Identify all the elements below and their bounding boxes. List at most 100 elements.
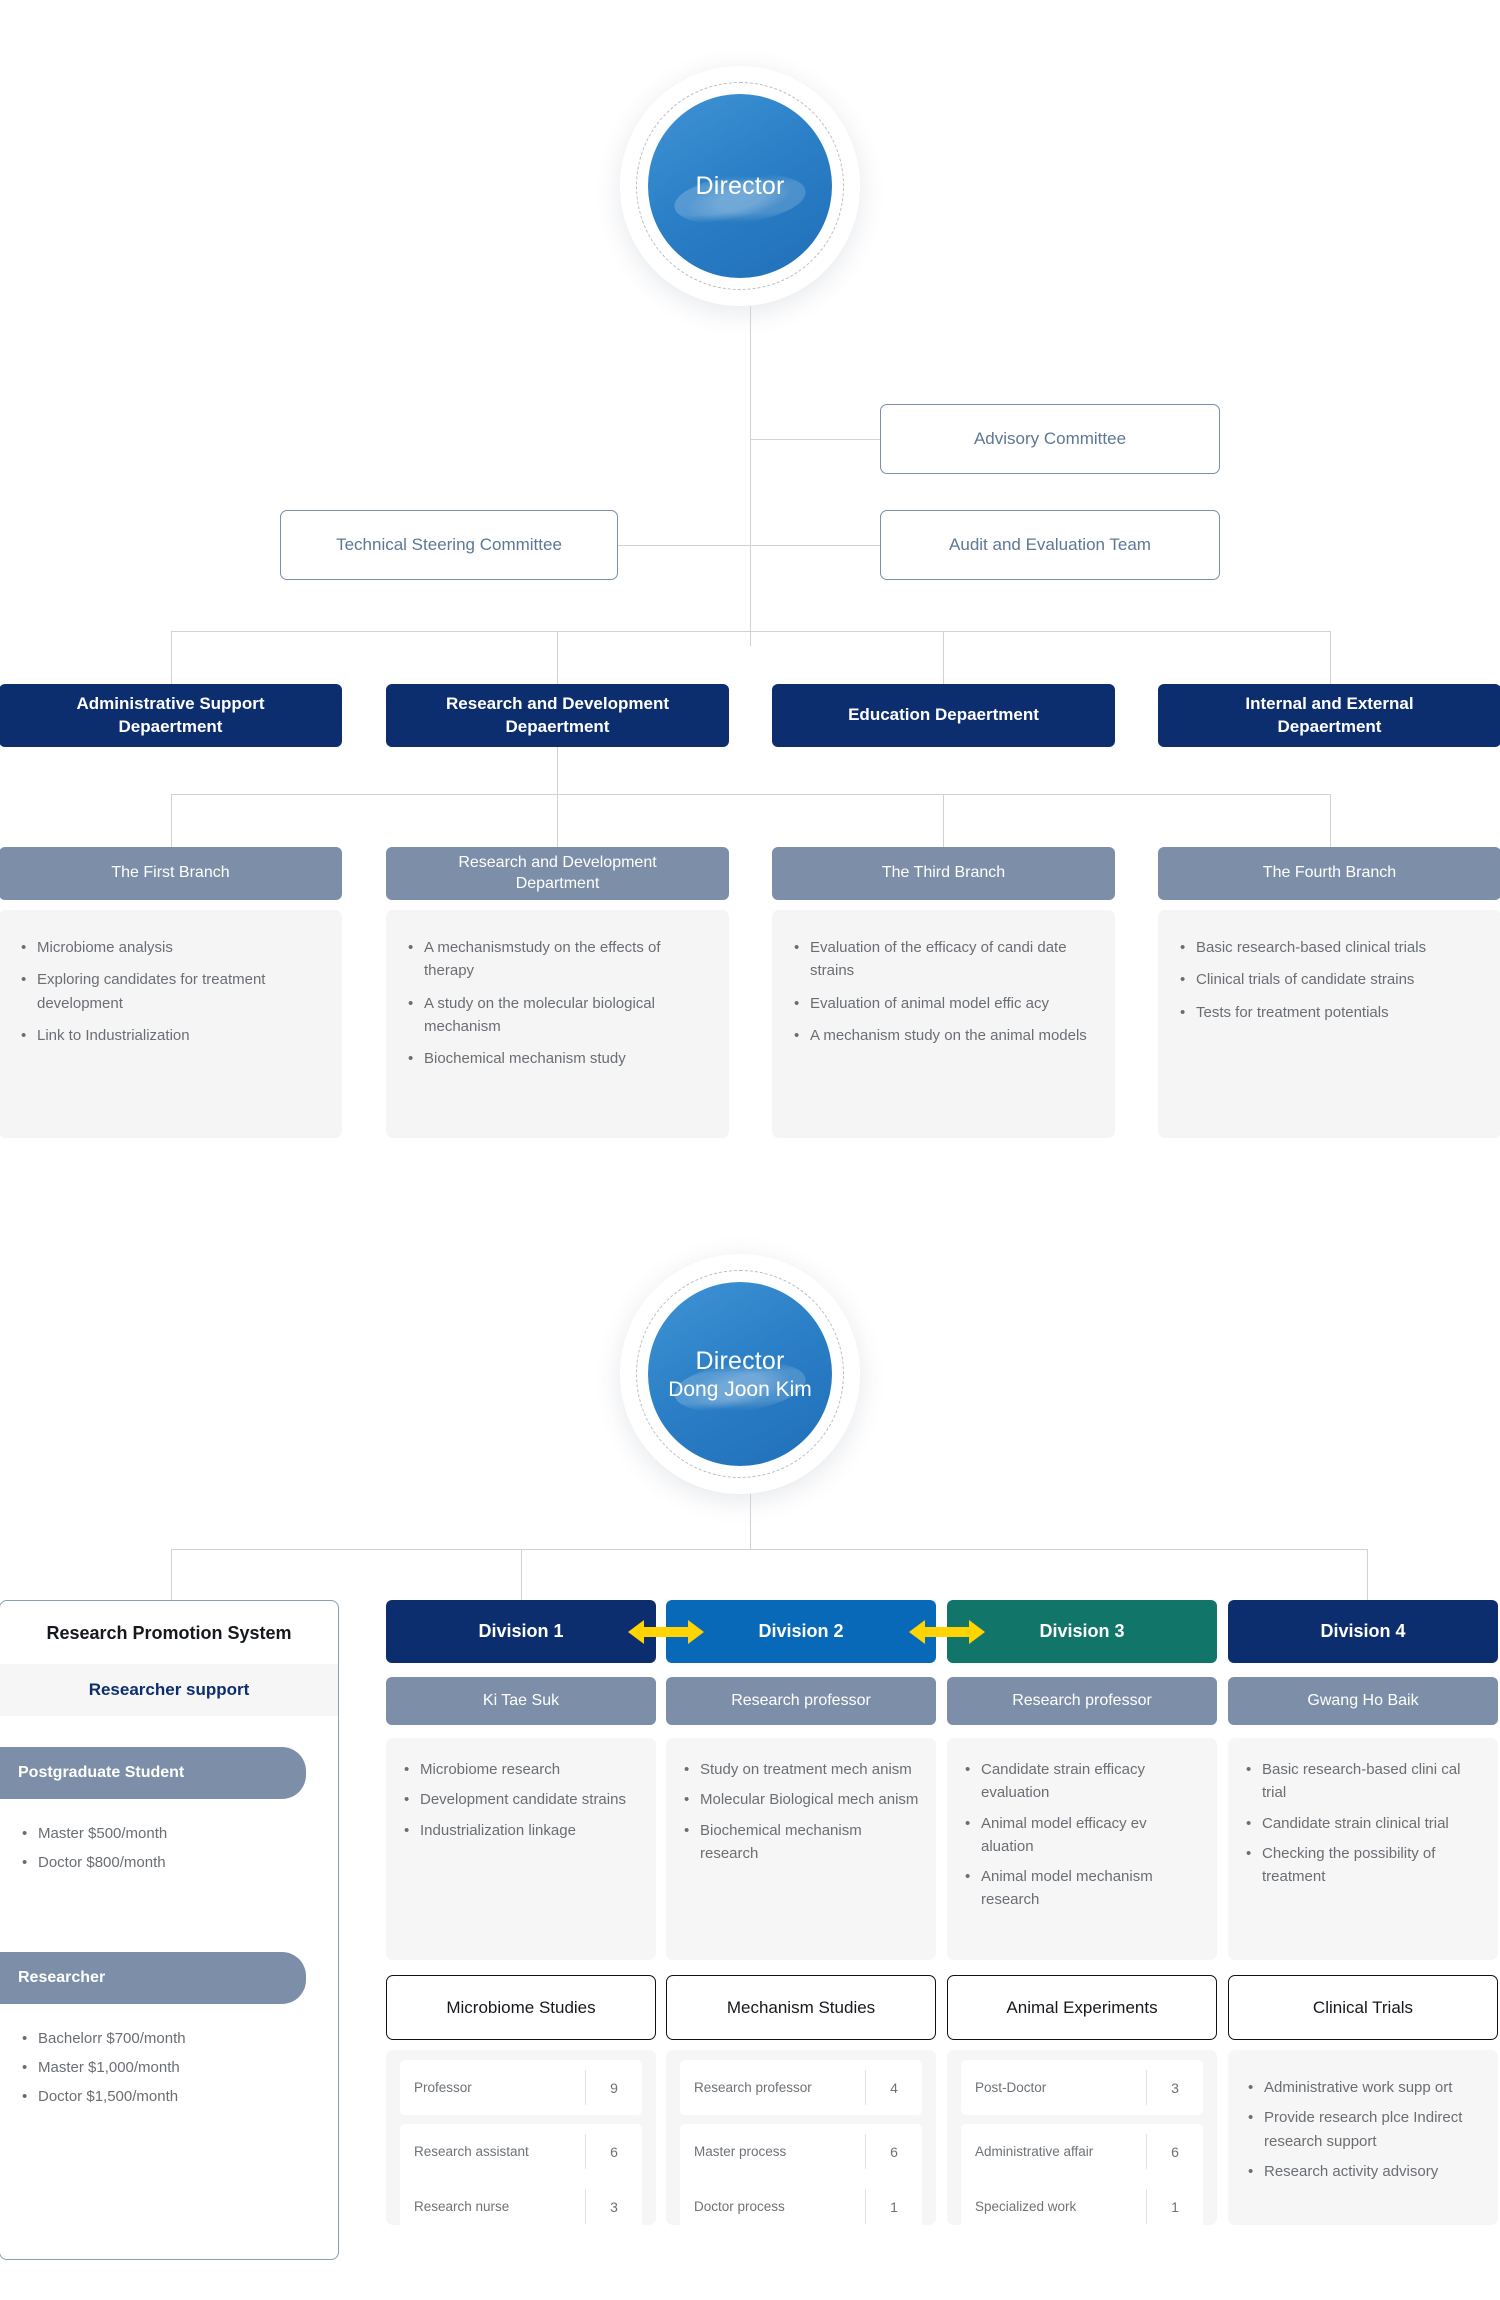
table-cell-label: Post-Doctor [975, 2080, 1047, 2095]
technical-steering-committee-label: Technical Steering Committee [336, 535, 562, 554]
study-box-clinical[interactable]: Clinical Trials [1228, 1975, 1498, 2040]
clinical-support-panel: Administrative work supp ortProvide rese… [1228, 2050, 1498, 2225]
department-label-education: Education Depaertment [848, 705, 1039, 725]
table-row: Master process 6 [680, 2124, 922, 2179]
division-list-2: Study on treatment mech anismMolecular B… [684, 1758, 920, 1865]
list-item: Master $1,000/month [22, 2057, 322, 2079]
department-box-education[interactable]: Education Depaertment [772, 684, 1115, 747]
division-body-4: Basic research-based clini cal trialCand… [1228, 1738, 1498, 1960]
connector-division-drop-4 [1367, 1549, 1368, 1614]
list-item: Development candidate strains [404, 1788, 640, 1812]
branch-list-third: Evaluation of the efficacy of candi date… [794, 936, 1095, 1047]
table-cell-divider [1146, 2070, 1147, 2105]
table-cell-label: Specialized work [975, 2199, 1077, 2214]
pill-postgraduate-student[interactable]: Postgraduate Student [0, 1747, 306, 1799]
division-list-4: Basic research-based clini cal trialCand… [1246, 1758, 1482, 1888]
division-body-2: Study on treatment mech anismMolecular B… [666, 1738, 936, 1960]
technical-steering-committee-box[interactable]: Technical Steering Committee [280, 510, 618, 580]
connector-rd-trunk [557, 747, 558, 794]
division-list-3: Candidate strain efficacy evaluationAnim… [965, 1758, 1201, 1912]
branch-list-fourth: Basic research-based clinical trialsClin… [1180, 936, 1481, 1024]
list-item: Tests for treatment potentials [1180, 1001, 1481, 1025]
study-box-mechanism[interactable]: Mechanism Studies [666, 1975, 936, 2040]
branch-header-label-fourth: The Fourth Branch [1262, 864, 1397, 882]
branch-header-fourth[interactable]: The Fourth Branch [1158, 847, 1500, 900]
study-box-microbiome[interactable]: Microbiome Studies [386, 1975, 656, 2040]
division-body-1: Microbiome researchDevelopment candidate… [386, 1738, 656, 1960]
pill-label-researcher: Researcher [18, 1969, 106, 1986]
division-header-3[interactable]: Division 3 [947, 1600, 1217, 1663]
double-arrow-icon-2-3 [909, 1620, 985, 1644]
list-item: Doctor $800/month [22, 1852, 322, 1874]
connector-branch-drop-2 [557, 794, 558, 847]
branch-header-third[interactable]: The Third Branch [772, 847, 1115, 900]
table-cell-divider [585, 2189, 586, 2224]
list-item: Biochemical mechanism research [684, 1819, 920, 1866]
clinical-support-list: Administrative work supp ortProvide rese… [1228, 2050, 1498, 2208]
division-header-2[interactable]: Division 2 [666, 1600, 936, 1663]
list-item: Basic research-based clinical trials [1180, 936, 1481, 960]
list-item: Biochemical mechanism study [408, 1047, 709, 1071]
connector-division-bus [171, 1549, 1367, 1550]
connector-branch-drop-4 [1330, 794, 1331, 847]
connector-dept-drop-1 [171, 631, 172, 684]
table-cell-label: Professor [414, 2080, 472, 2095]
list-item: A study on the molecular biological mech… [408, 992, 709, 1039]
division-header-4[interactable]: Division 4 [1228, 1600, 1498, 1663]
division-lead-label-4: Gwang Ho Baik [1307, 1692, 1419, 1709]
table-cell-value: 6 [1171, 2143, 1179, 2160]
list-item: Provide research plce Indirect research … [1248, 2106, 1480, 2153]
list-item: Doctor $1,500/month [22, 2086, 322, 2108]
list-item: Industrialization linkage [404, 1819, 640, 1843]
pill-researcher[interactable]: Researcher [0, 1952, 306, 2004]
division-label-2: Division 2 [758, 1621, 844, 1641]
table-cell-value: 1 [1171, 2198, 1179, 2215]
branch-header-first[interactable]: The First Branch [0, 847, 342, 900]
table-cell-value: 6 [890, 2143, 898, 2160]
branch-body-fourth: Basic research-based clinical trialsClin… [1158, 910, 1500, 1138]
division-header-1[interactable]: Division 1 [386, 1600, 656, 1663]
branch-body-third: Evaluation of the efficacy of candi date… [772, 910, 1115, 1138]
branch-header-label-third: The Third Branch [881, 864, 1006, 882]
connector-advisory [750, 439, 880, 440]
study-label-microbiome: Microbiome Studies [446, 1997, 596, 2017]
table-cell-label: Research nurse [414, 2199, 510, 2214]
list-researcher: Bachelorr $700/monthMaster $1,000/monthD… [22, 2028, 322, 2114]
list-item: Administrative work supp ort [1248, 2076, 1480, 2100]
list-item: Microbiome analysis [21, 936, 322, 960]
table-cell-divider [865, 2070, 866, 2105]
director-dashed-ring-bottom [636, 1270, 844, 1478]
director-node-bottom: Director Dong Joon Kim [620, 1254, 860, 1494]
audit-and-evaluation-team-box[interactable]: Audit and Evaluation Team [880, 510, 1220, 580]
director-title-bottom: Director [695, 1346, 785, 1375]
list-item: Checking the possibility of treatment [1246, 1842, 1482, 1889]
list-item: Microbiome research [404, 1758, 640, 1782]
study-box-animal[interactable]: Animal Experiments [947, 1975, 1217, 2040]
branch-list-first: Microbiome analysisExploring candidates … [21, 936, 322, 1047]
list-item: Evaluation of the efficacy of candi date… [794, 936, 1095, 983]
division-lead-1: Ki Tae Suk [386, 1677, 656, 1725]
study-label-mechanism: Mechanism Studies [726, 1997, 876, 2017]
advisory-committee-box[interactable]: Advisory Committee [880, 404, 1220, 474]
table-cell-divider [1146, 2134, 1147, 2169]
audit-and-evaluation-team-label: Audit and Evaluation Team [949, 535, 1151, 554]
list-item: A mechanismstudy on the effects of thera… [408, 936, 709, 983]
table-cell-label: Master process [694, 2144, 787, 2159]
list-item: Link to Industrialization [21, 1024, 322, 1048]
table-cell-divider [1146, 2189, 1147, 2224]
